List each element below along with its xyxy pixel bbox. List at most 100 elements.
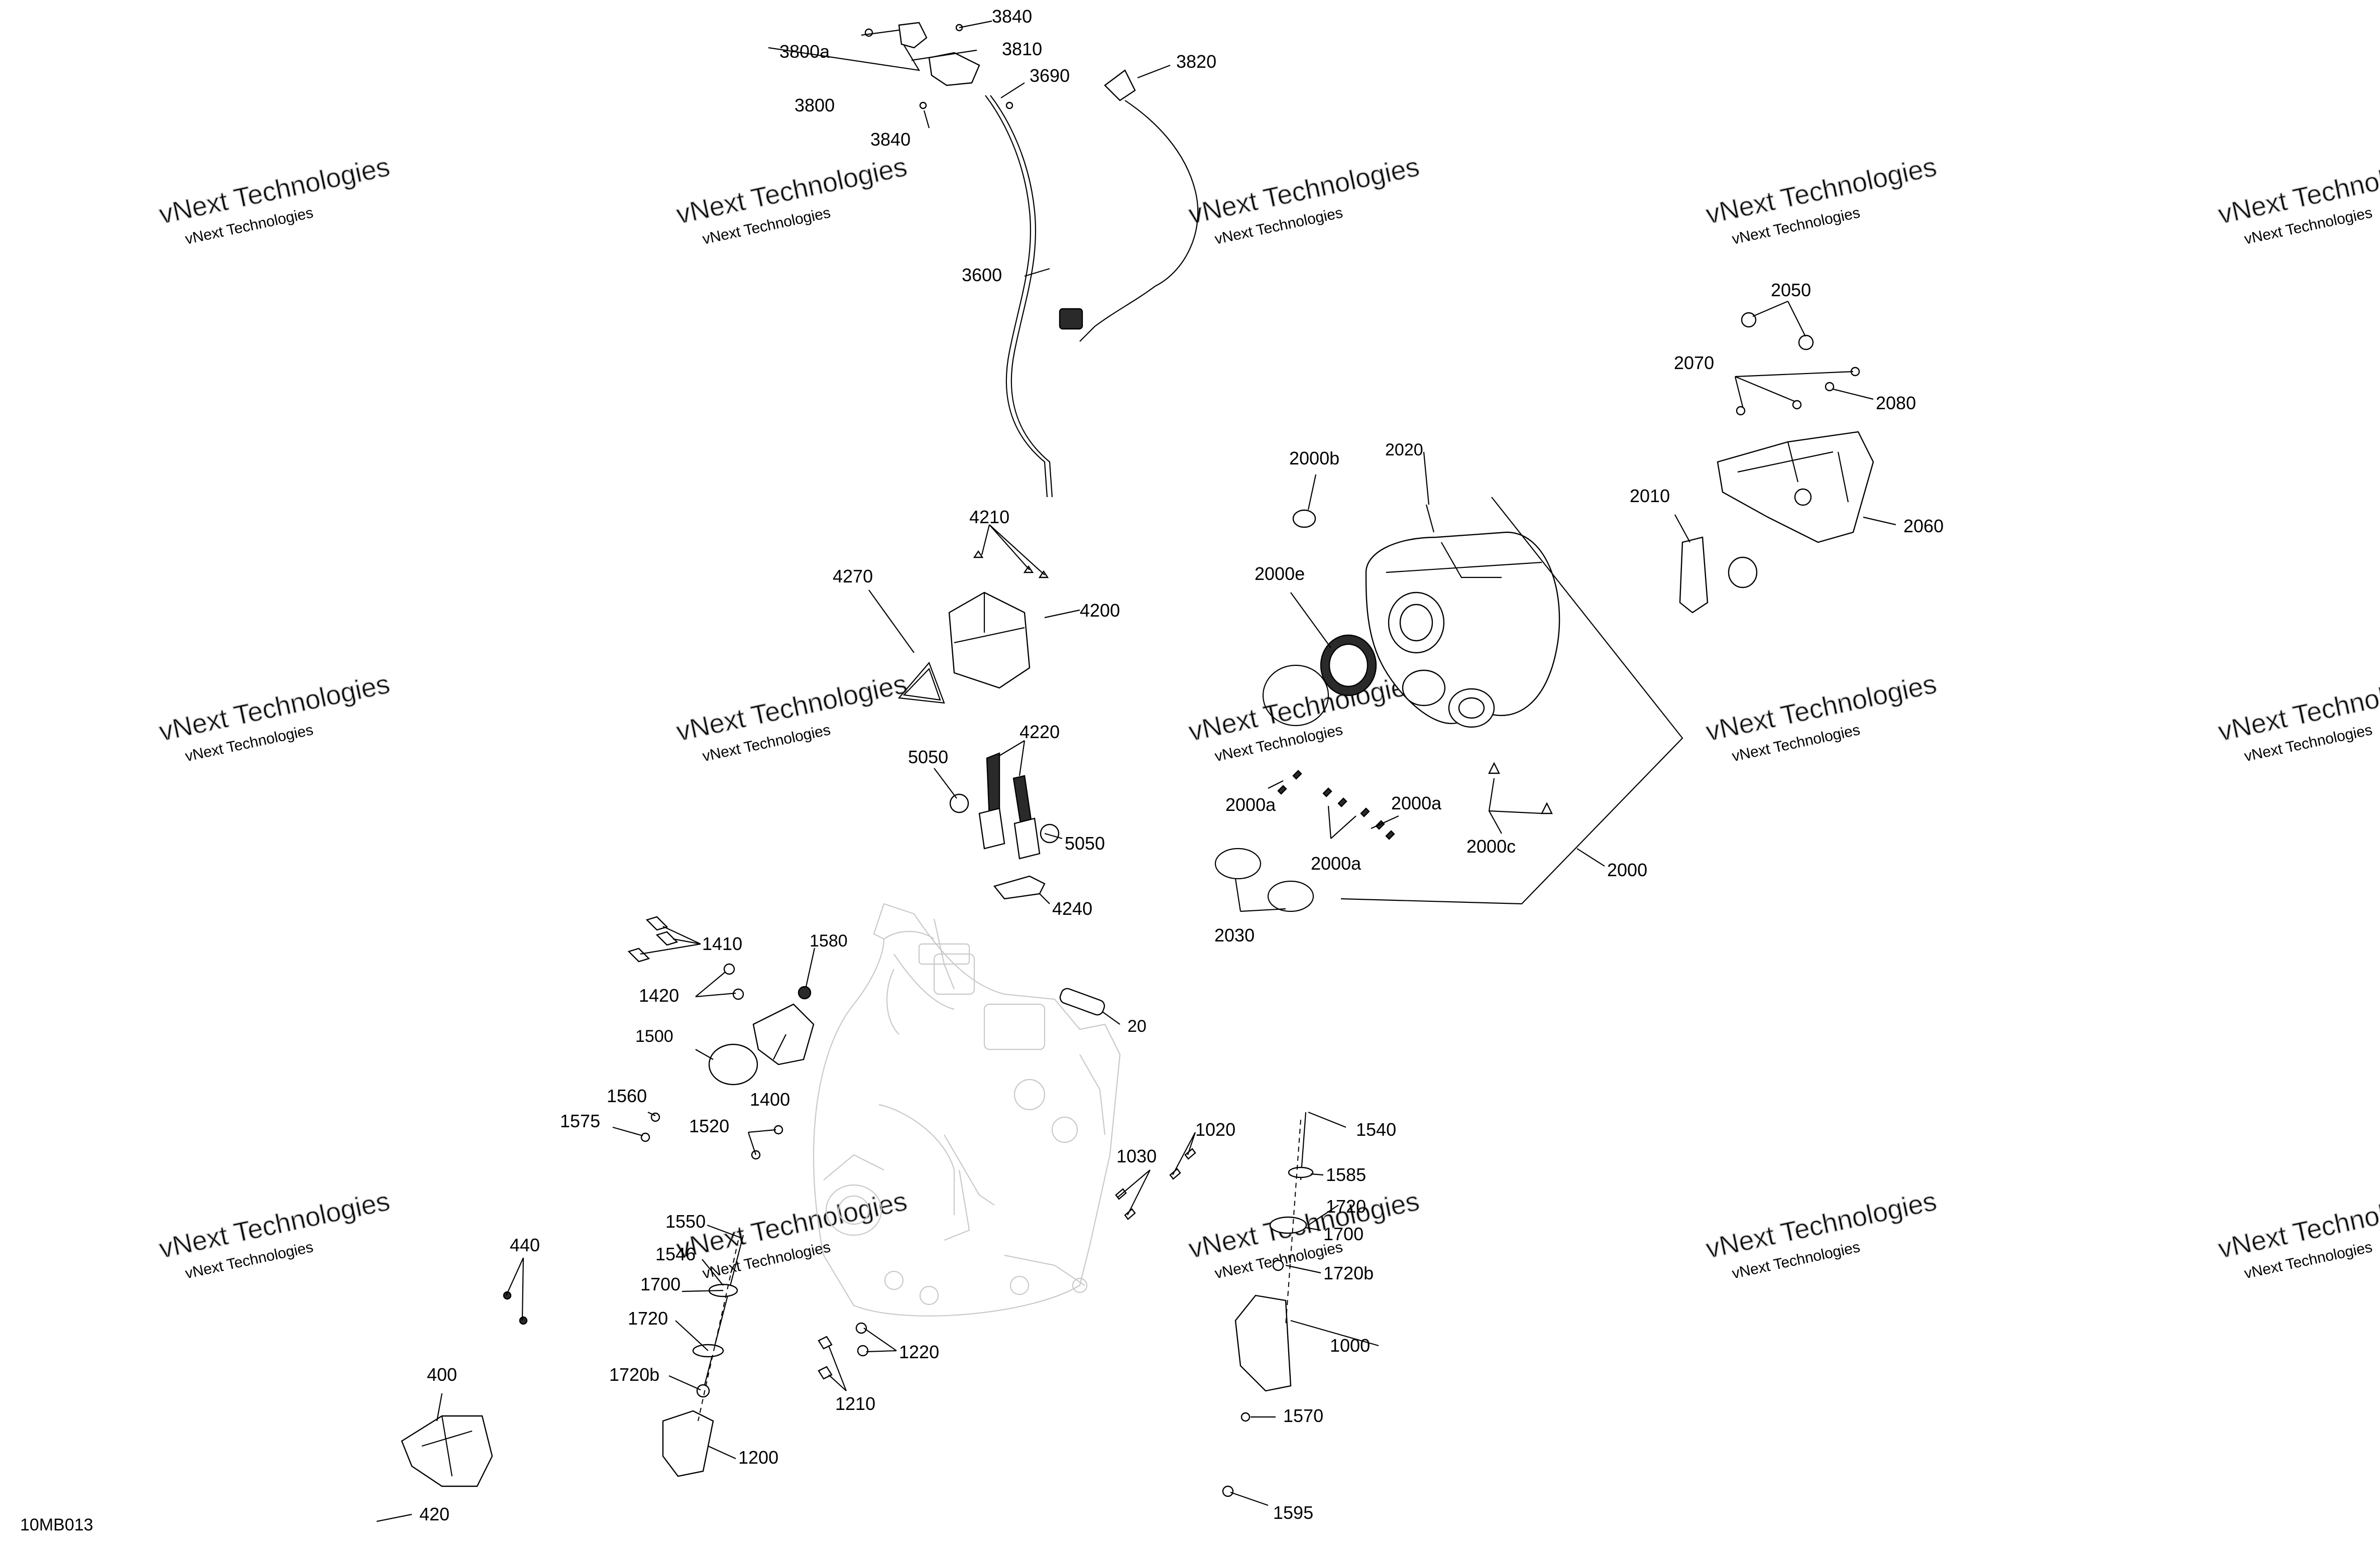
watermark: vNext Technologies vNext Technologies xyxy=(1703,151,1940,248)
callout-1720b: 1720b xyxy=(609,1364,659,1385)
mount-bracket-part xyxy=(1737,441,1849,503)
washer-part xyxy=(1269,1216,1307,1234)
nut-part xyxy=(1222,1485,1234,1497)
dash-axis xyxy=(1285,1119,1301,1326)
screw-part xyxy=(1425,504,1435,533)
watermark: vNext Technologies vNext Technologies xyxy=(673,1185,910,1282)
callout-1500: 1500 xyxy=(635,1027,673,1046)
washer-part xyxy=(732,988,744,1000)
callout-400: 400 xyxy=(427,1364,457,1385)
callout-1550: 1550 xyxy=(665,1211,706,1232)
callout-labels: 3840 3800a 3810 3690 3800 3820 3840 3600… xyxy=(20,6,1944,1534)
callout-2070: 2070 xyxy=(1674,352,1714,373)
callout-2020: 2020 xyxy=(1385,440,1423,459)
watermark: vNext Technologies vNext Technologies xyxy=(156,151,393,248)
callout-3820: 3820 xyxy=(1176,51,1216,72)
clip-part xyxy=(949,793,969,813)
bolt-part xyxy=(919,101,927,109)
throttle-bracket-part xyxy=(898,22,928,49)
pin-part xyxy=(1059,988,1105,1016)
watermark-layer: vNext Technologies vNext Technologies vN… xyxy=(156,151,2380,1282)
callout-4270: 4270 xyxy=(833,566,873,586)
washer-part xyxy=(1792,400,1802,410)
callout-1410: 1410 xyxy=(702,933,742,954)
bolt-part xyxy=(702,1235,744,1391)
callout-1595: 1595 xyxy=(1273,1502,1313,1523)
throttle-housing-part xyxy=(928,52,980,86)
fastener-part xyxy=(1277,785,1287,795)
callout-2010: 2010 xyxy=(1630,486,1670,506)
callout-3810: 3810 xyxy=(1002,39,1042,59)
callout-3800a: 3800a xyxy=(779,41,830,62)
strap-part xyxy=(897,661,945,704)
callout-1420: 1420 xyxy=(639,985,679,1006)
fastener-part xyxy=(1337,797,1347,807)
clamp-part xyxy=(1214,848,1262,880)
callout-440: 440 xyxy=(510,1235,540,1255)
washer-part xyxy=(723,963,735,975)
callout-3840: 3840 xyxy=(870,129,911,150)
callout-1000: 1000 xyxy=(1330,1335,1370,1356)
callout-5050: 5050 xyxy=(1065,833,1105,854)
callout-3600: 3600 xyxy=(962,265,1002,285)
callout-1700: 1700 xyxy=(1323,1224,1364,1244)
callout-2000a: 2000a xyxy=(1391,793,1442,813)
watermark: vNext Technologies vNext Technologies xyxy=(1186,1185,1422,1282)
callout-2000e: 2000e xyxy=(1255,563,1305,584)
bolt-hole-part xyxy=(1794,488,1812,506)
callout-5050: 5050 xyxy=(908,747,948,767)
bolt-part xyxy=(519,1316,528,1325)
fastener-part xyxy=(1488,762,1500,774)
callout-1020: 1020 xyxy=(1195,1119,1235,1140)
washer-part xyxy=(1288,1166,1314,1178)
callout-2030: 2030 xyxy=(1214,925,1255,945)
nut-part xyxy=(1798,334,1814,350)
callout-2000: 2000 xyxy=(1607,860,1647,880)
bolt-part xyxy=(1005,101,1013,109)
clip-part xyxy=(1040,823,1060,844)
bolt-part xyxy=(864,28,873,37)
callout-420: 420 xyxy=(419,1504,449,1524)
bolt-part xyxy=(818,1336,833,1350)
watermark: vNext Technologies vNext Technologies xyxy=(1186,668,1422,765)
watermark: vNext Technologies vNext Technologies xyxy=(156,668,393,765)
callout-1030: 1030 xyxy=(1116,1146,1157,1166)
fastener-part xyxy=(1322,787,1332,797)
clamp-part xyxy=(1267,880,1314,912)
bracket-part xyxy=(993,875,1046,900)
mount-bracket-part xyxy=(1717,431,1874,543)
callout-1540: 1540 xyxy=(1356,1119,1396,1140)
callout-1520: 1520 xyxy=(689,1116,729,1136)
watermark: vNext Technologies vNext Technologies xyxy=(673,151,910,248)
bolt-part xyxy=(645,916,668,931)
washer-part xyxy=(1825,382,1835,392)
callout-1580: 1580 xyxy=(810,931,848,951)
callout-2000a: 2000a xyxy=(1225,794,1276,815)
mount-part xyxy=(401,1415,493,1487)
callout-4220: 4220 xyxy=(1019,722,1060,742)
callout-1720: 1720 xyxy=(1326,1196,1366,1217)
sensor-wire-part xyxy=(1079,100,1199,342)
nut-part xyxy=(696,1384,710,1398)
washer-part xyxy=(855,1322,867,1334)
callout-3800: 3800 xyxy=(795,95,835,115)
callout-2000b: 2000b xyxy=(1289,448,1339,468)
ecu-part xyxy=(948,591,1031,689)
gasket-part xyxy=(1328,643,1369,687)
sensor-connector-part xyxy=(1059,308,1083,330)
throttle-cable-part xyxy=(985,95,1048,498)
callout-1560: 1560 xyxy=(607,1086,647,1106)
callout-2060: 2060 xyxy=(1903,516,1944,536)
bolt-part xyxy=(627,947,650,963)
watermark: vNext Technologies vNext Technologies xyxy=(673,668,910,765)
callout-1575: 1575 xyxy=(560,1111,600,1131)
engine-mount-part xyxy=(1234,1294,1292,1392)
intake-port-part xyxy=(1399,604,1433,642)
throttle-cable-part xyxy=(990,95,1053,498)
fastener-part xyxy=(1292,770,1302,780)
callout-1220: 1220 xyxy=(899,1342,939,1362)
callout-1570: 1570 xyxy=(1283,1405,1323,1426)
callout-2050: 2050 xyxy=(1771,280,1811,300)
callout-2080: 2080 xyxy=(1876,393,1916,413)
nut-part xyxy=(1240,1412,1251,1422)
